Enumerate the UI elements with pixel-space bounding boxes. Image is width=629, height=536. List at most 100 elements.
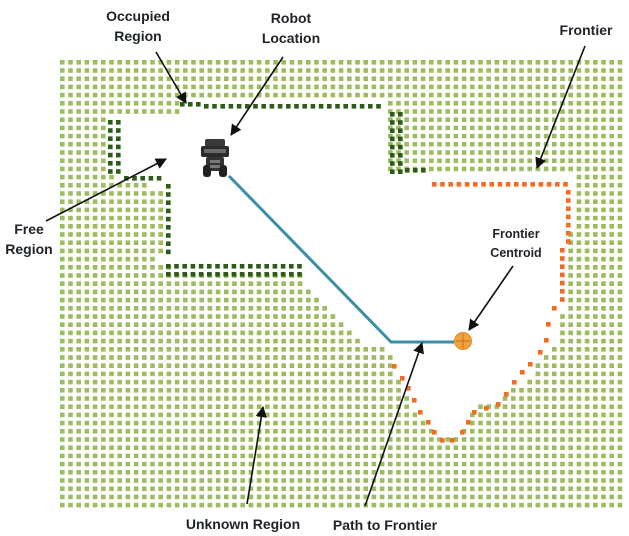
occupied-cell [228, 104, 234, 109]
occupied-cell [166, 216, 171, 222]
unknown-cell [379, 404, 385, 409]
unknown-cell [388, 142, 393, 147]
unknown-cell [199, 445, 204, 450]
unknown-cell [248, 412, 254, 418]
unknown-cell [109, 363, 114, 368]
unknown-cell [355, 502, 360, 508]
unknown-cell [576, 117, 582, 122]
occupied-cell [248, 272, 253, 277]
unknown-cell [207, 420, 213, 426]
unknown-cell [101, 314, 106, 319]
unknown-cell [166, 314, 172, 319]
unknown-cell [142, 404, 147, 409]
unknown-cell [150, 191, 155, 196]
unknown-cell [76, 396, 81, 401]
occupied-cell [204, 104, 209, 109]
unknown-cell [142, 199, 147, 204]
unknown-cell [404, 158, 409, 163]
unknown-cell [609, 396, 614, 401]
unknown-cell [314, 371, 319, 377]
unknown-cell [486, 92, 491, 98]
unknown-cell [142, 338, 147, 344]
unknown-cell [617, 224, 623, 229]
unknown-cell [511, 453, 516, 459]
unknown-cell [322, 322, 327, 327]
unknown-cell [429, 109, 434, 114]
unknown-cell [543, 420, 549, 426]
unknown-cell [150, 453, 155, 459]
unknown-cell [101, 199, 106, 204]
unknown-cell [502, 158, 508, 163]
unknown-cell [297, 461, 303, 467]
unknown-cell [256, 445, 262, 450]
unknown-cell [183, 68, 188, 73]
unknown-cell [404, 420, 409, 426]
unknown-cell [527, 84, 532, 90]
unknown-cell [256, 281, 262, 286]
unknown-cell [207, 437, 213, 442]
unknown-cell [552, 371, 557, 377]
unknown-cell [429, 84, 434, 90]
unknown-cell [125, 240, 131, 245]
unknown-cell [601, 76, 606, 81]
unknown-cell [101, 453, 106, 459]
unknown-cell [601, 158, 606, 163]
unknown-cell [191, 379, 196, 385]
unknown-cell [166, 379, 172, 385]
unknown-cell [117, 404, 122, 409]
frontier-cell [432, 430, 437, 435]
unknown-cell [412, 478, 418, 483]
unknown-cell [265, 322, 270, 327]
unknown-cell [183, 379, 188, 385]
unknown-cell [265, 92, 270, 98]
unknown-cell [273, 453, 278, 459]
frontier-cell [440, 182, 445, 187]
unknown-cell [109, 183, 114, 188]
unknown-cell [142, 265, 147, 270]
unknown-cell [543, 461, 549, 467]
unknown-cell [60, 256, 65, 262]
unknown-cell [60, 281, 65, 286]
unknown-cell [478, 158, 483, 163]
unknown-cell [379, 76, 385, 81]
unknown-cell [248, 453, 254, 459]
path-to-frontier-label: Path to Frontier [332, 517, 438, 533]
unknown-cell [568, 306, 573, 311]
unknown-cell [215, 453, 221, 459]
unknown-cell [609, 101, 614, 106]
unknown-cell [437, 502, 442, 508]
unknown-cell [265, 453, 270, 459]
unknown-cell [125, 256, 131, 262]
unknown-cell [68, 404, 73, 409]
unknown-cell [92, 322, 98, 327]
unknown-cell [215, 396, 221, 401]
unknown-cell [519, 445, 524, 450]
unknown-cell [68, 486, 73, 491]
unknown-cell [289, 445, 295, 450]
unknown-cell [265, 338, 270, 344]
unknown-cell [84, 174, 90, 180]
unknown-cell [314, 445, 319, 450]
unknown-cell [109, 478, 114, 483]
unknown-cell [593, 191, 598, 196]
unknown-cell [289, 461, 295, 467]
unknown-cell [601, 445, 606, 450]
unknown-cell [133, 445, 139, 450]
unknown-cell [347, 92, 352, 98]
unknown-cell [584, 420, 590, 426]
unknown-cell [68, 183, 73, 188]
unknown-cell [314, 388, 319, 393]
unknown-cell [527, 166, 532, 172]
unknown-cell [248, 347, 254, 352]
free-region-label-line1: Free [14, 221, 44, 237]
unknown-cell [256, 371, 262, 377]
unknown-cell [396, 76, 401, 81]
unknown-cell [601, 420, 606, 426]
unknown-cell [584, 215, 590, 221]
unknown-cell [576, 437, 582, 442]
occupied-region-cells [108, 102, 426, 277]
unknown-cell [191, 347, 196, 352]
unknown-cell [101, 183, 106, 188]
unknown-cell [617, 289, 623, 295]
unknown-cell [478, 150, 483, 155]
